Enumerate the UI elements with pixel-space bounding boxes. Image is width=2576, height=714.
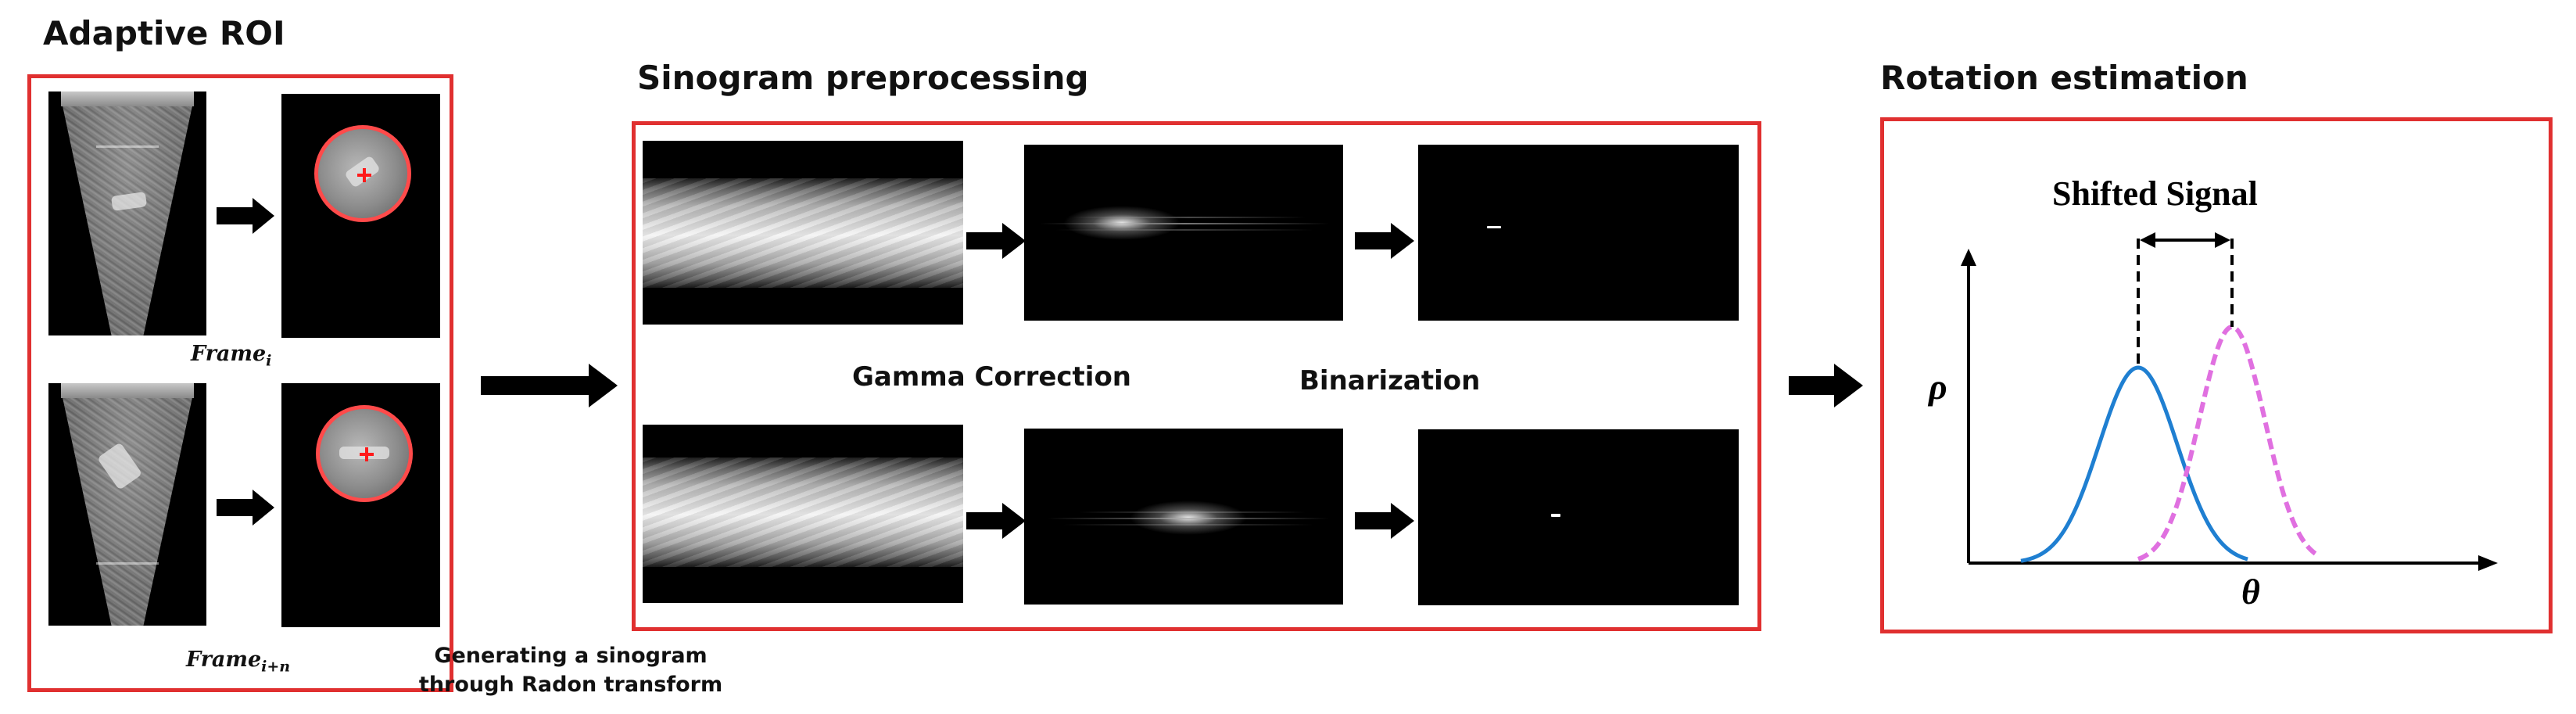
ultrasound-frame-i-plus-n bbox=[48, 383, 206, 626]
sinogram-preprocessing-panel bbox=[632, 121, 1761, 631]
roi-crop-frame-i bbox=[281, 94, 440, 338]
big-arrow-right-icon bbox=[1789, 364, 1863, 407]
binarization-label: Binarization bbox=[1299, 365, 1481, 396]
sinogram-gamma-row2 bbox=[1024, 429, 1343, 605]
ultrasound-frame-i bbox=[48, 91, 206, 335]
sinogram-raw-row1 bbox=[643, 141, 963, 325]
y-axis-arrow-icon bbox=[1961, 249, 1976, 266]
roi-crop-frame-i-plus-n bbox=[281, 383, 440, 627]
adaptive-roi-title: Adaptive ROI bbox=[43, 14, 285, 52]
radon-transform-caption: Generating a sinogram through Radon tran… bbox=[418, 644, 723, 697]
sinogram-binary-row2 bbox=[1418, 429, 1739, 605]
arrow-right-icon bbox=[217, 198, 274, 234]
gamma-correction-label: Gamma Correction bbox=[852, 361, 1132, 393]
roi-circle bbox=[314, 125, 411, 222]
sinogram-preprocessing-title: Sinogram preprocessing bbox=[637, 59, 1089, 97]
rotation-estimation-title: Rotation estimation bbox=[1880, 59, 2248, 97]
arrow-right-icon bbox=[1355, 503, 1414, 539]
shift-arrow-right-icon bbox=[2215, 232, 2230, 248]
sinogram-raw-row2 bbox=[643, 425, 963, 603]
rotation-estimation-panel bbox=[1880, 117, 2553, 633]
sinogram-gamma-row1 bbox=[1024, 145, 1343, 321]
arrow-right-icon bbox=[966, 503, 1026, 539]
shifted-signal-title: Shifted Signal bbox=[2052, 174, 2258, 213]
big-arrow-right-icon bbox=[481, 364, 618, 407]
original-signal-curve bbox=[2020, 365, 2248, 563]
frame-i-plus-n-label: Framei+n bbox=[186, 648, 291, 676]
shift-arrow-left-icon bbox=[2140, 232, 2155, 248]
roi-circle bbox=[316, 405, 413, 502]
shifted-signal-curve bbox=[2137, 324, 2320, 562]
theta-axis-label: θ bbox=[2241, 572, 2260, 612]
arrow-right-icon bbox=[217, 490, 274, 526]
arrow-right-icon bbox=[1355, 223, 1414, 259]
frame-i-label: Framei bbox=[191, 342, 272, 370]
adaptive-roi-panel bbox=[27, 74, 453, 692]
rho-axis-label: ρ bbox=[1927, 367, 1947, 407]
x-axis-arrow-icon bbox=[2478, 555, 2498, 571]
sinogram-binary-row1 bbox=[1418, 145, 1739, 321]
shifted-signal-plot: Shifted Signal ρ θ bbox=[1927, 174, 2498, 612]
arrow-right-icon bbox=[966, 223, 1026, 259]
